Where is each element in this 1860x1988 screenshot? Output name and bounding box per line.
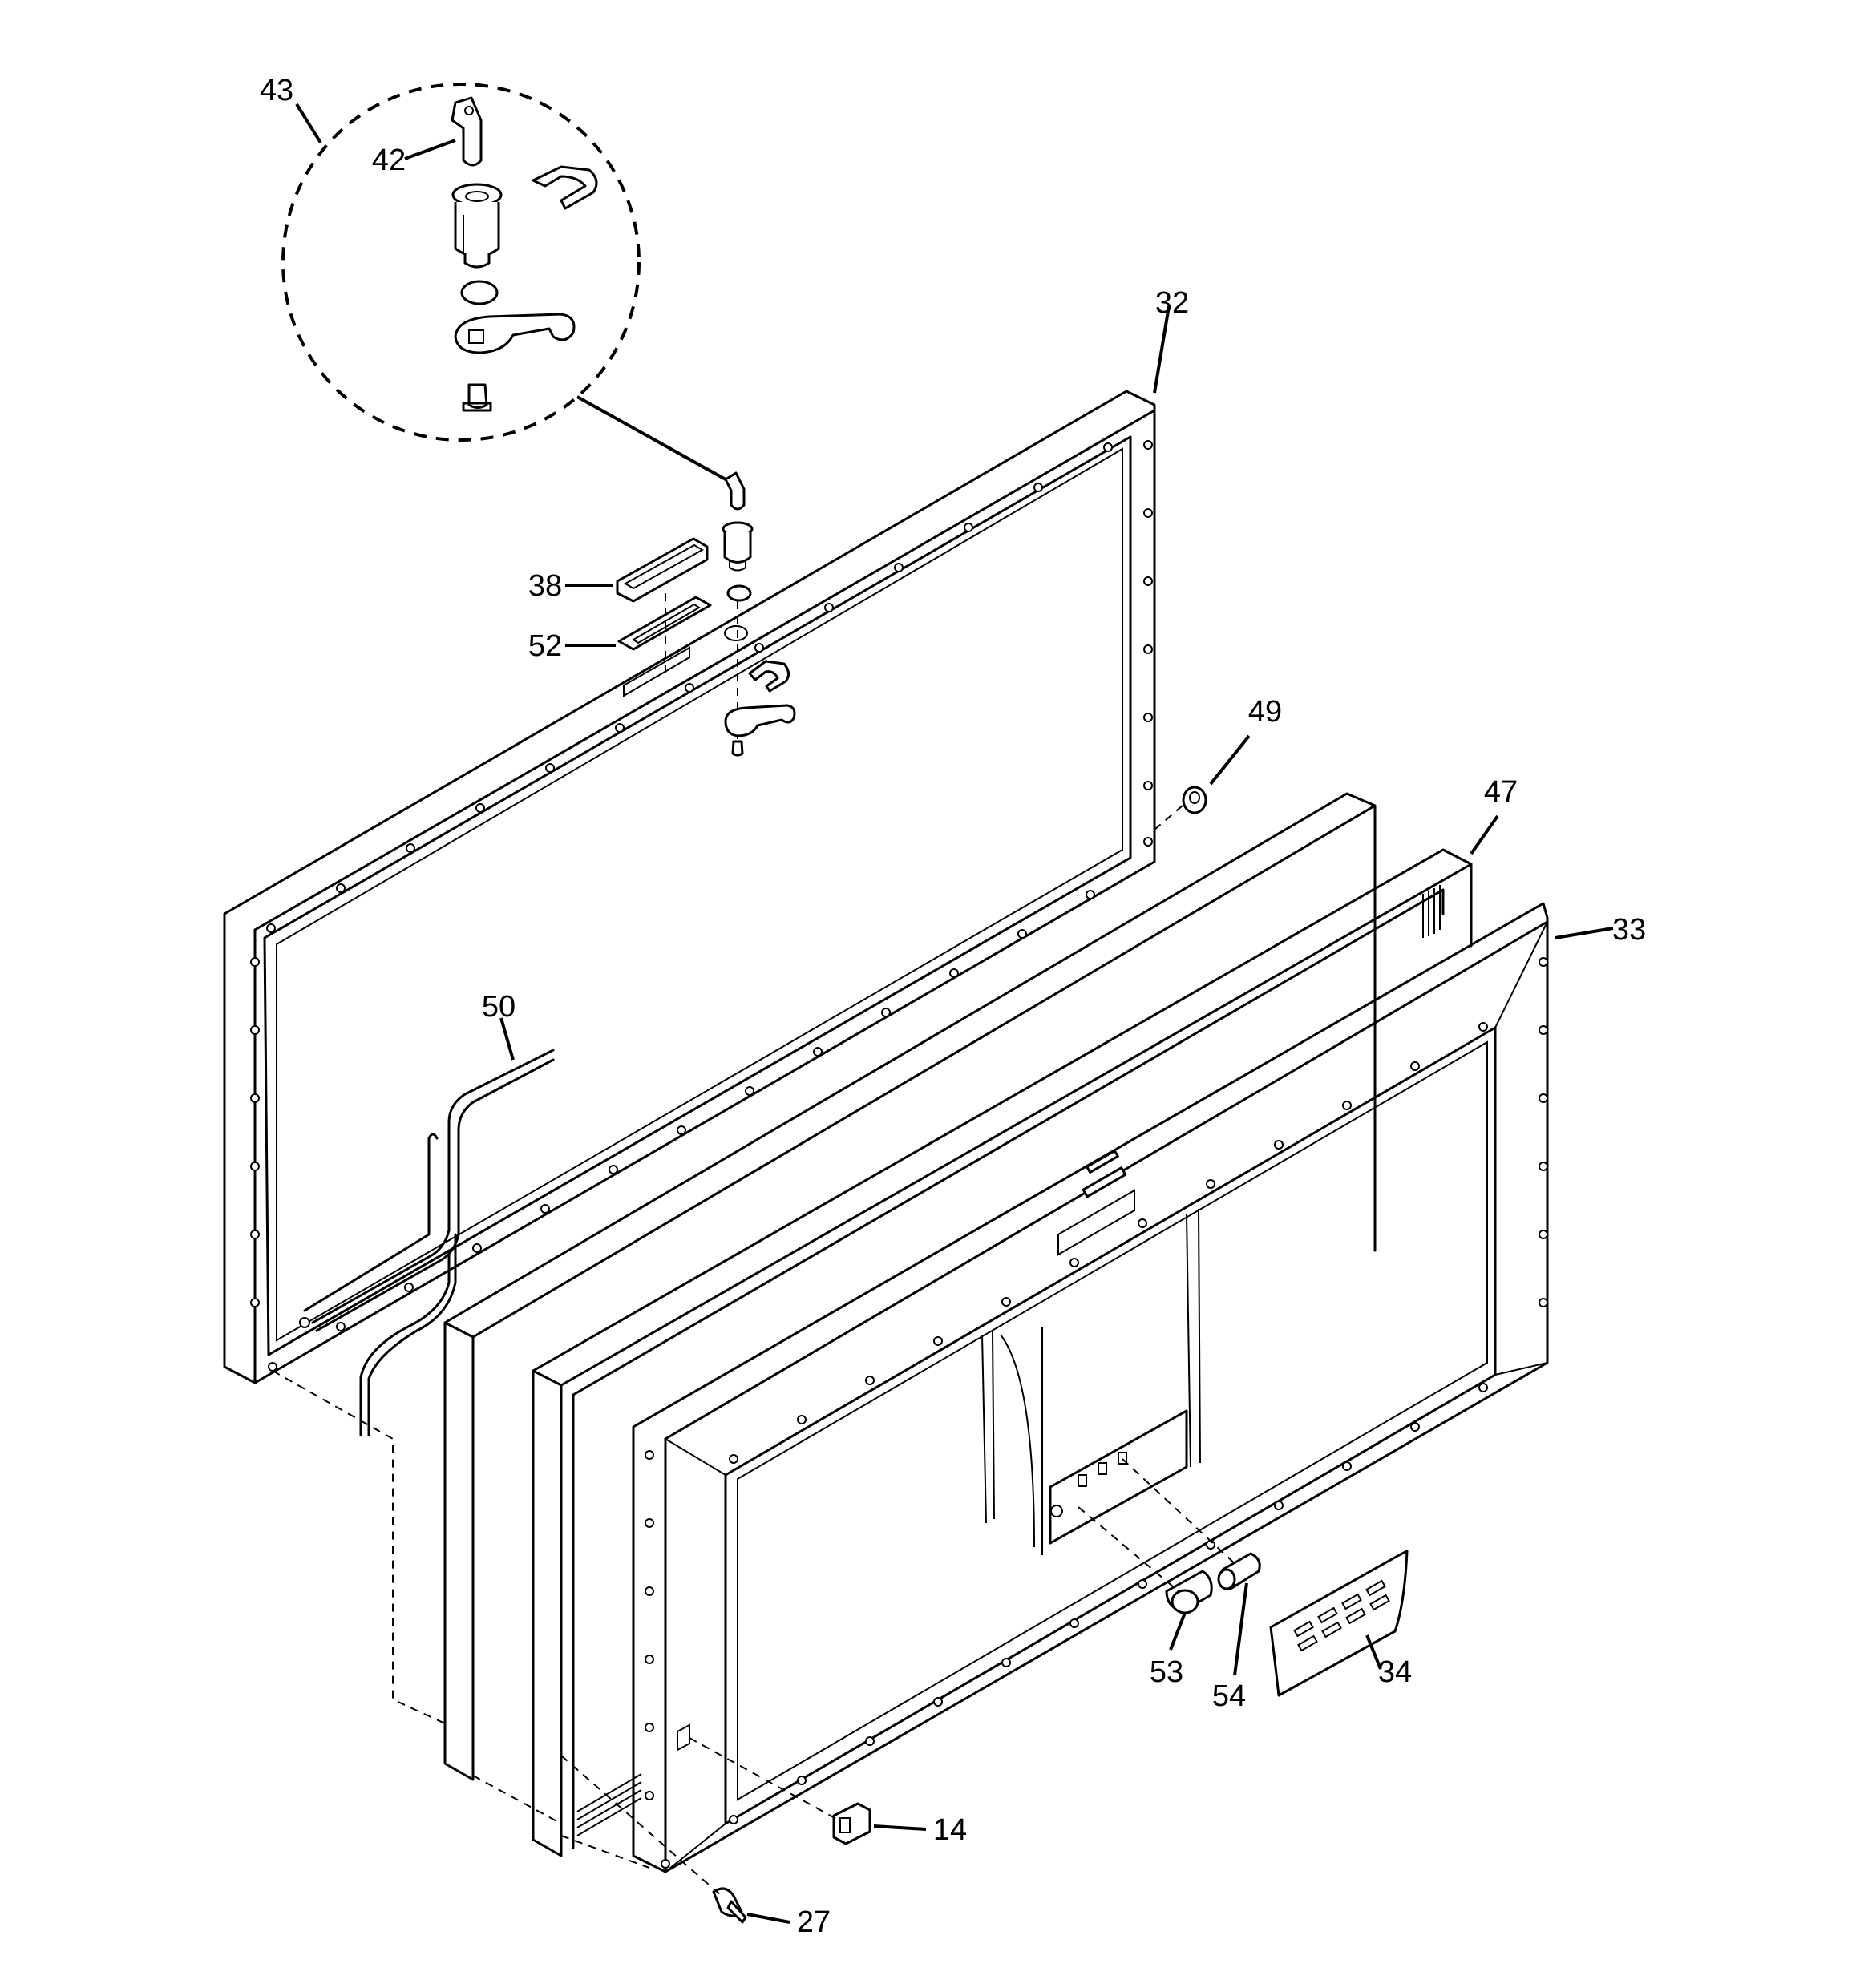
callout-42: 42 xyxy=(372,143,406,177)
callout-38: 38 xyxy=(528,569,562,603)
callout-43: 43 xyxy=(260,74,293,107)
callout-53: 53 xyxy=(1150,1655,1183,1689)
leader-lines xyxy=(295,103,1614,1924)
callout-47: 47 xyxy=(1484,775,1518,809)
callout-27: 27 xyxy=(797,1905,831,1939)
lock-clip-part xyxy=(532,165,598,210)
light-bulb-part xyxy=(1217,1552,1261,1590)
heater-wire-part xyxy=(299,1049,555,1436)
panel-screw-holes xyxy=(250,440,1153,1372)
lock-detail-circle xyxy=(281,83,641,442)
grille-slots xyxy=(1293,1579,1390,1652)
bumper-part xyxy=(1154,786,1207,830)
inner-door-liner xyxy=(632,902,1549,1873)
callout-32: 32 xyxy=(1155,286,1189,320)
door-insulation-block xyxy=(443,792,1377,1781)
callout-labels: 43 42 32 38 52 49 47 33 50 53 54 34 14 2… xyxy=(260,74,1646,1939)
push-pin-part xyxy=(712,1887,747,1924)
lock-key-part xyxy=(451,96,483,167)
lock-cylinder-part xyxy=(451,183,503,269)
callout-49: 49 xyxy=(1248,695,1282,729)
door-gasket xyxy=(532,848,1473,1857)
callout-34: 34 xyxy=(1378,1655,1412,1689)
callout-54: 54 xyxy=(1212,1679,1246,1713)
grille-part xyxy=(1269,1550,1409,1697)
door-outer-panel xyxy=(223,390,1156,1384)
lock-assembly-on-panel xyxy=(722,471,796,757)
callout-33: 33 xyxy=(1612,913,1646,947)
callout-52: 52 xyxy=(528,629,562,663)
handle-part xyxy=(616,537,709,603)
callout-50: 50 xyxy=(482,990,516,1024)
light-socket-part xyxy=(1165,1570,1213,1614)
gasket-ribs xyxy=(576,885,1441,1836)
o-ring-part xyxy=(460,280,499,305)
callout-14: 14 xyxy=(933,1813,967,1847)
switch-part xyxy=(832,1802,871,1845)
lock-screw-part xyxy=(462,383,492,412)
lock-cam-part xyxy=(454,313,576,354)
liner-screw-holes xyxy=(645,957,1548,1869)
